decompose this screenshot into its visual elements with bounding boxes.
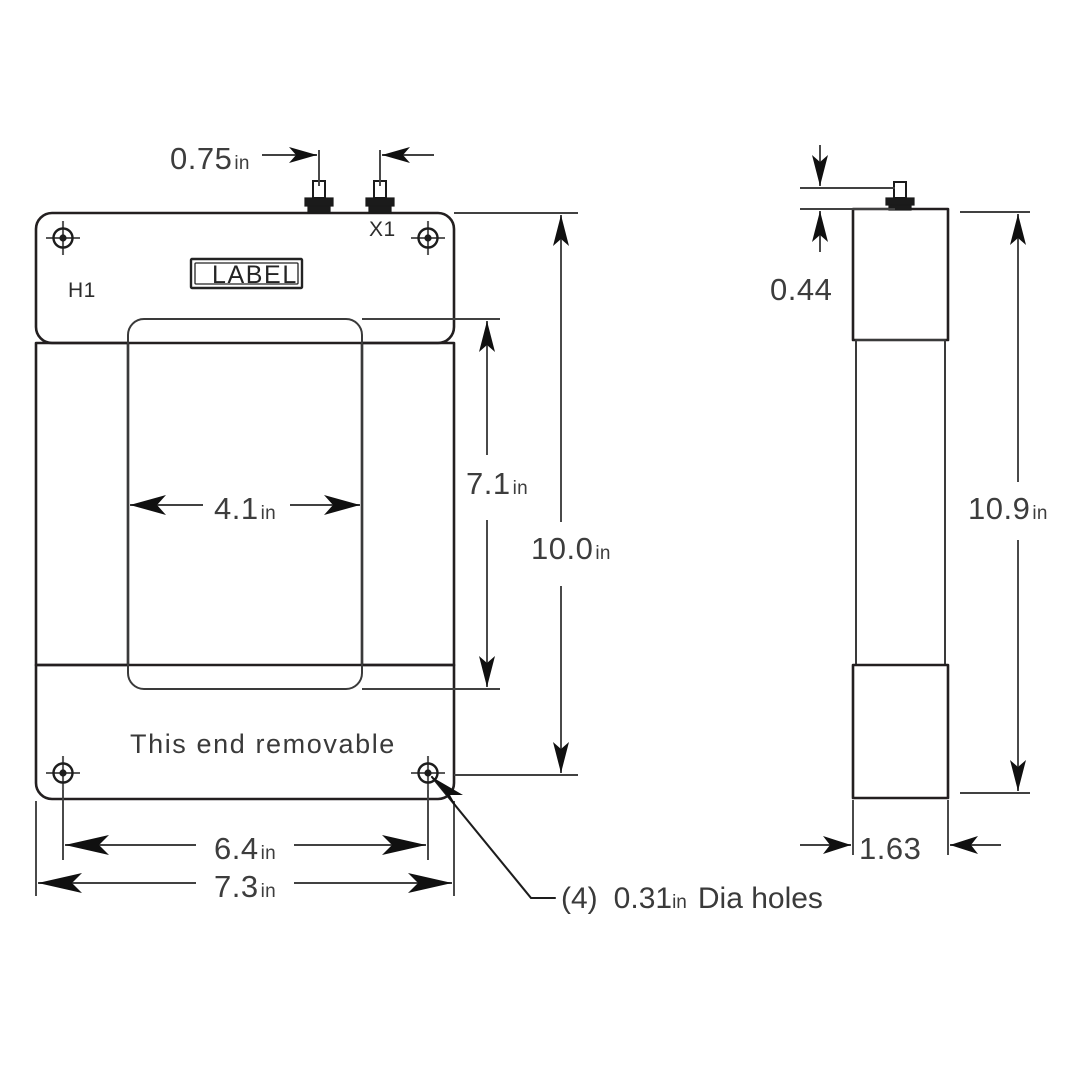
hole-callout-quantity: (4): [561, 882, 598, 915]
dim-value-overall-height: 10.0: [531, 531, 594, 566]
mounting-hole-bottom-right: [411, 756, 445, 790]
terminal-h-stud: [304, 180, 334, 214]
mounting-hole-top-left: [46, 221, 80, 255]
front-view-geometry: [34, 180, 456, 801]
front-window-aperture: [127, 318, 363, 690]
dim-value-window-height: 7.1: [466, 466, 511, 501]
dim-label-window-height: 7.1 in: [466, 466, 528, 502]
terminal-label-x1: X1: [369, 218, 396, 241]
dim-overall-height: [454, 212, 578, 776]
dim-label-window-width: 4.1 in: [214, 491, 276, 527]
side-bottom-block: [851, 663, 950, 800]
dim-terminal-height: [800, 145, 895, 252]
dim-terminal-spacing: [262, 147, 434, 186]
dim-unit-overall-height: in: [595, 543, 611, 564]
mounting-hole-bottom-left: [46, 756, 80, 790]
front-bottom-block: [34, 663, 456, 801]
dim-overall-width: [35, 801, 455, 896]
dim-value-window-width: 4.1: [214, 491, 259, 526]
note-removable-end: This end removable: [130, 729, 396, 759]
dim-value-thickness: 1.63: [859, 831, 922, 866]
dim-value-terminal-spacing: 0.75: [170, 141, 233, 176]
dim-unit-overall-depth: in: [1032, 503, 1048, 524]
terminal-x1-stud: [365, 180, 395, 214]
hole-callout-unit: in: [672, 892, 687, 913]
dim-value-hole-spacing: 6.4: [214, 831, 259, 866]
front-top-block: [34, 211, 456, 345]
front-right-leg: [360, 341, 456, 667]
dim-window-height: [362, 318, 500, 690]
hole-callout-diameter: 0.31: [613, 882, 673, 915]
dim-overall-depth: [960, 211, 1030, 794]
dim-value-overall-width: 7.3: [214, 869, 259, 904]
dim-unit-hole-spacing: in: [260, 843, 276, 864]
side-top-block: [851, 207, 950, 342]
dim-label-overall-depth: 10.9 in: [968, 491, 1048, 527]
mounting-hole-top-right: [411, 221, 445, 255]
nameplate-box: [189, 257, 304, 290]
dim-label-overall-height: 10.0 in: [531, 531, 611, 567]
side-view-geometry: [851, 181, 950, 800]
dim-hole-spacing: [62, 790, 429, 860]
dim-window-width: [130, 495, 360, 515]
hole-callout-note: (4) 0.31 in Dia holes: [561, 882, 823, 916]
hole-callout-suffix: Dia holes: [697, 882, 823, 915]
dim-unit-window-width: in: [260, 503, 276, 524]
dim-label-overall-width: 7.3 in: [214, 869, 276, 905]
nameplate-box-inner: [194, 262, 299, 285]
dim-unit-overall-width: in: [260, 881, 276, 902]
side-middle-body: [855, 339, 946, 666]
dim-label-terminal-height: 0.44: [770, 272, 834, 308]
dim-unit-window-height: in: [512, 478, 528, 499]
dim-label-thickness: 1.63: [859, 831, 923, 867]
dim-label-hole-spacing: 6.4 in: [214, 831, 276, 867]
dim-value-overall-depth: 10.9: [968, 491, 1031, 526]
terminal-label-h1: H1: [68, 279, 96, 302]
side-terminal-stud: [885, 181, 915, 211]
dim-unit-terminal-spacing: in: [234, 153, 250, 174]
front-left-leg: [34, 341, 130, 667]
dim-label-terminal-spacing: 0.75 in: [170, 141, 250, 177]
hole-callout-leader: [430, 775, 557, 900]
dim-thickness: [800, 800, 1001, 855]
nameplate-text: LABEL: [212, 261, 298, 289]
dim-value-terminal-height: 0.44: [770, 272, 833, 307]
